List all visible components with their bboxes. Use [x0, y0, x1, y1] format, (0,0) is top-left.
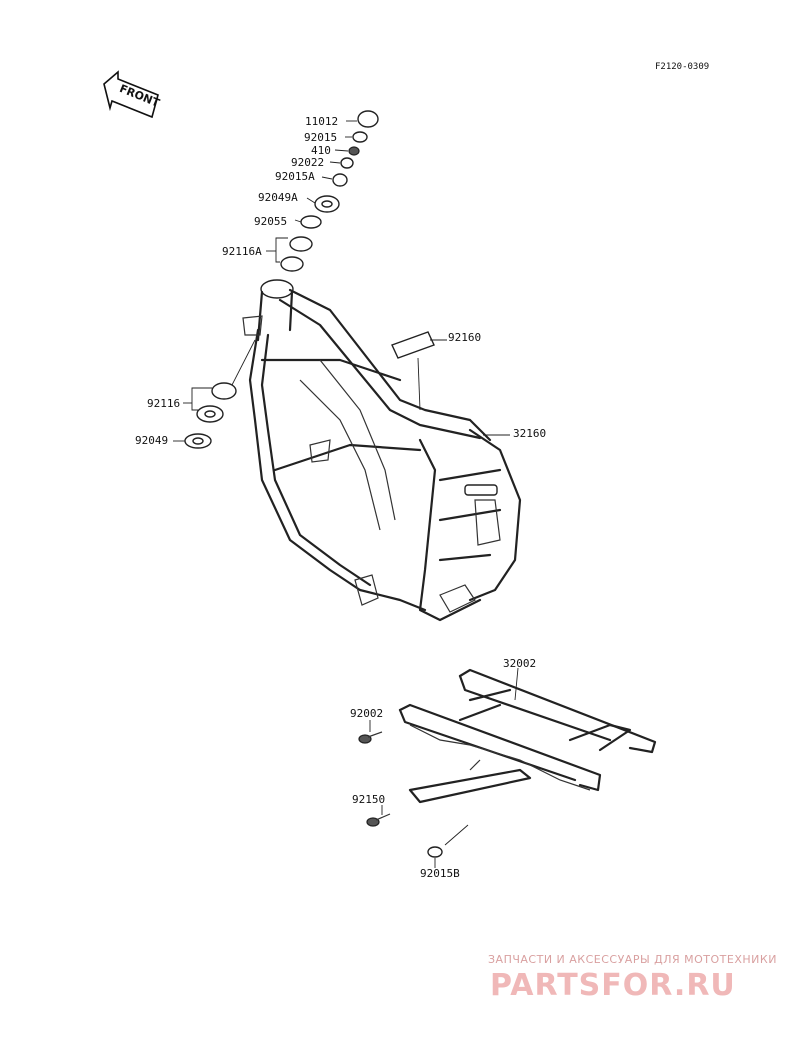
- watermark-caption: ЗАПЧАСТИ И АКСЕССУАРЫ ДЛЯ МОТОТЕХНИКИ: [488, 953, 777, 966]
- watermark-brand: PARTSFOR.RU: [490, 968, 736, 1003]
- bolt-92150: [366, 805, 391, 827]
- main-frame: [242, 279, 522, 622]
- bearing-92116A-lower: [280, 256, 304, 272]
- label-92116: 92116: [147, 397, 180, 410]
- steering-stack: [280, 110, 379, 272]
- nut-92015A: [332, 173, 348, 187]
- rear-subframe: [398, 667, 657, 804]
- label-92015: 92015: [304, 131, 337, 144]
- cap-11012: [357, 110, 379, 128]
- sticker-92160: [391, 331, 447, 411]
- label-92055: 92055: [254, 215, 287, 228]
- bearing-92116A-upper: [289, 236, 313, 252]
- leaders-top: [266, 120, 357, 263]
- label-11012: 11012: [305, 115, 338, 128]
- bolt-92002: [358, 720, 383, 744]
- label-92150: 92150: [352, 793, 385, 806]
- label-32002-top: 32002: [503, 657, 536, 670]
- diagram-code: F2120-0309: [655, 62, 709, 72]
- lower-bearings: [173, 339, 256, 449]
- race-92055: [300, 215, 322, 229]
- label-92022: 92022: [291, 156, 324, 169]
- collar-92015B: [427, 824, 469, 868]
- label-92015A: 92015A: [275, 170, 315, 183]
- front-arrow-icon: FRONT: [103, 70, 162, 119]
- label-92015B: 92015B: [420, 867, 460, 880]
- label-92002: 92002: [350, 707, 383, 720]
- label-92049A: 92049A: [258, 191, 298, 204]
- seal-92049A-hole: [321, 200, 333, 208]
- label-92049: 92049: [135, 434, 168, 447]
- label-92116A: 92116A: [222, 245, 262, 258]
- nut-410: [348, 146, 360, 156]
- label-92160: 92160: [448, 331, 481, 344]
- label-410: 410: [311, 144, 331, 157]
- watermark: ЗАПЧАСТИ И АКСЕССУАРЫ ДЛЯ МОТОТЕХНИКИ PA…: [488, 953, 777, 1003]
- label-32160: 32160: [513, 427, 546, 440]
- washer-92015: [352, 131, 368, 143]
- washer-92022: [340, 157, 354, 169]
